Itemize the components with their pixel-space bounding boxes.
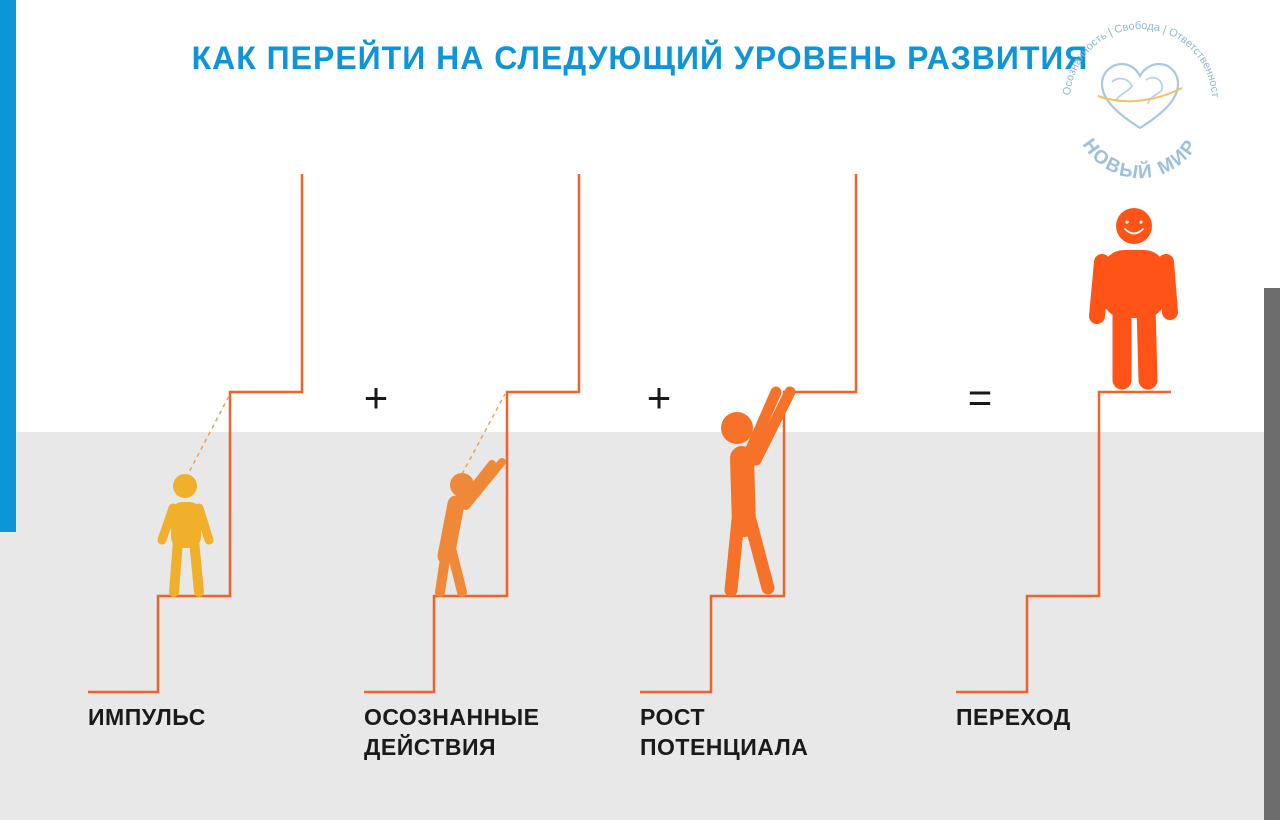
sight-line-1	[185, 393, 231, 479]
stage-caption-potential-growth: РОСТ ПОТЕНЦИАЛА	[640, 704, 809, 760]
left-accent-bar	[0, 0, 16, 532]
stage-caption-conscious-actions: ОСОЗНАННЫЕ ДЕЙСТВИЯ	[364, 704, 540, 760]
sight-line-2	[461, 393, 506, 475]
logo-ring-text: Осознанность | Свобода | Ответственность	[0, 0, 1221, 98]
stage-caption-transition: ПЕРЕХОД	[956, 704, 1071, 730]
plus-operator-1: +	[364, 374, 389, 421]
person-smiling-icon	[1089, 208, 1178, 390]
person-reaching-icon	[435, 458, 506, 597]
right-accent-bar	[1264, 288, 1280, 820]
logo-name: НОВЫЙ МИР	[1078, 135, 1202, 184]
stage-caption-impulse: ИМПУЛЬС	[88, 704, 206, 730]
plus-operator-2: +	[647, 374, 672, 421]
stair-line-icon	[364, 174, 581, 694]
stair-line-icon	[956, 390, 1171, 694]
heart-globe-logo-icon: Осознанность | Свобода | Ответственность…	[0, 0, 1221, 184]
page-title: КАК ПЕРЕЙТИ НА СЛЕДУЮЩИЙ УРОВЕНЬ РАЗВИТИ…	[191, 40, 1089, 76]
stair-line-icon	[640, 174, 858, 694]
person-stretching-icon	[721, 386, 796, 597]
bottom-background	[0, 432, 1280, 820]
equals-operator: =	[968, 374, 993, 421]
person-looking-icon	[157, 474, 214, 597]
stair-line-icon	[88, 174, 304, 694]
